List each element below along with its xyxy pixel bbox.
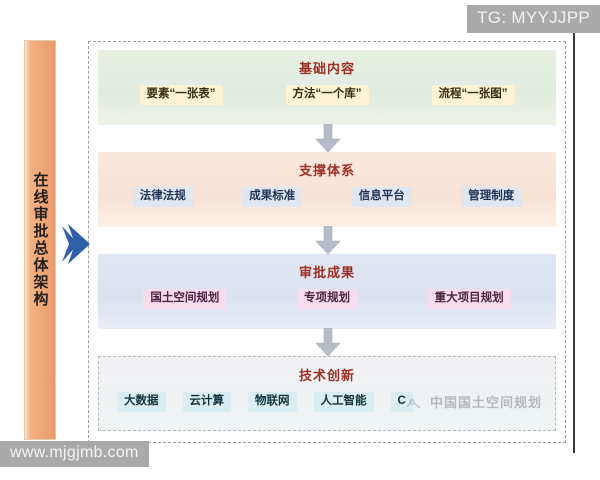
item-chip: 重大项目规划 xyxy=(427,289,511,309)
section-panel-basic-content: 基础内容 要素“一张表” 方法“一个库” 流程“一张图” xyxy=(98,50,556,125)
item-chip: 物联网 xyxy=(248,392,297,412)
item-chip: 要素“一张表” xyxy=(139,85,223,105)
item-chip: 流程“一张图” xyxy=(431,85,515,105)
down-arrow-icon xyxy=(315,327,341,357)
item-chip: 专项规划 xyxy=(296,289,357,309)
watermark-bottom-left: www.mjgjmb.com xyxy=(0,440,149,467)
section-panel-technology-innovation: 技术创新 大数据 云计算 物联网 人工智能 C xyxy=(98,356,556,431)
item-chip: 大数据 xyxy=(117,392,166,412)
section-title-support-system: 支撑体系 xyxy=(298,163,355,178)
watermark-top-right: TG: MYYJJPP xyxy=(467,5,600,33)
item-chip: 人工智能 xyxy=(313,392,374,412)
left-title-bar-label: 在线审批总体架构 xyxy=(31,172,49,308)
item-chip: 方法“一个库” xyxy=(285,85,369,105)
down-arrow-icon xyxy=(315,225,341,255)
item-chip: 管理制度 xyxy=(461,187,522,207)
section-items-technology-innovation: 大数据 云计算 物联网 人工智能 C xyxy=(99,384,555,412)
section-panel-approval-results: 审批成果 国土空间规划 专项规划 重大项目规划 xyxy=(98,254,556,329)
section-items-approval-results: 国土空间规划 专项规划 重大项目规划 xyxy=(98,281,556,309)
item-chip: C xyxy=(390,392,413,412)
section-title-basic-content: 基础内容 xyxy=(298,61,355,76)
item-chip: 国土空间规划 xyxy=(143,289,227,309)
item-chip: 云计算 xyxy=(182,392,231,412)
item-chip: 成果标准 xyxy=(242,187,303,207)
item-chip: 信息平台 xyxy=(351,187,412,207)
section-title-technology-innovation: 技术创新 xyxy=(298,368,355,383)
section-title-approval-results: 审批成果 xyxy=(298,265,355,280)
left-title-bar: 在线审批总体架构 xyxy=(24,40,56,440)
outer-dashed-frame xyxy=(88,41,566,443)
section-items-support-system: 法律法规 成果标准 信息平台 管理制度 xyxy=(98,179,556,207)
section-panel-support-system: 支撑体系 法律法规 成果标准 信息平台 管理制度 xyxy=(98,152,556,227)
section-items-basic-content: 要素“一张表” 方法“一个库” 流程“一张图” xyxy=(98,77,556,105)
blue-chevron-arrow-icon xyxy=(62,222,90,266)
right-edge-rule xyxy=(573,30,575,453)
down-arrow-icon xyxy=(315,123,341,153)
item-chip: 法律法规 xyxy=(132,187,193,207)
